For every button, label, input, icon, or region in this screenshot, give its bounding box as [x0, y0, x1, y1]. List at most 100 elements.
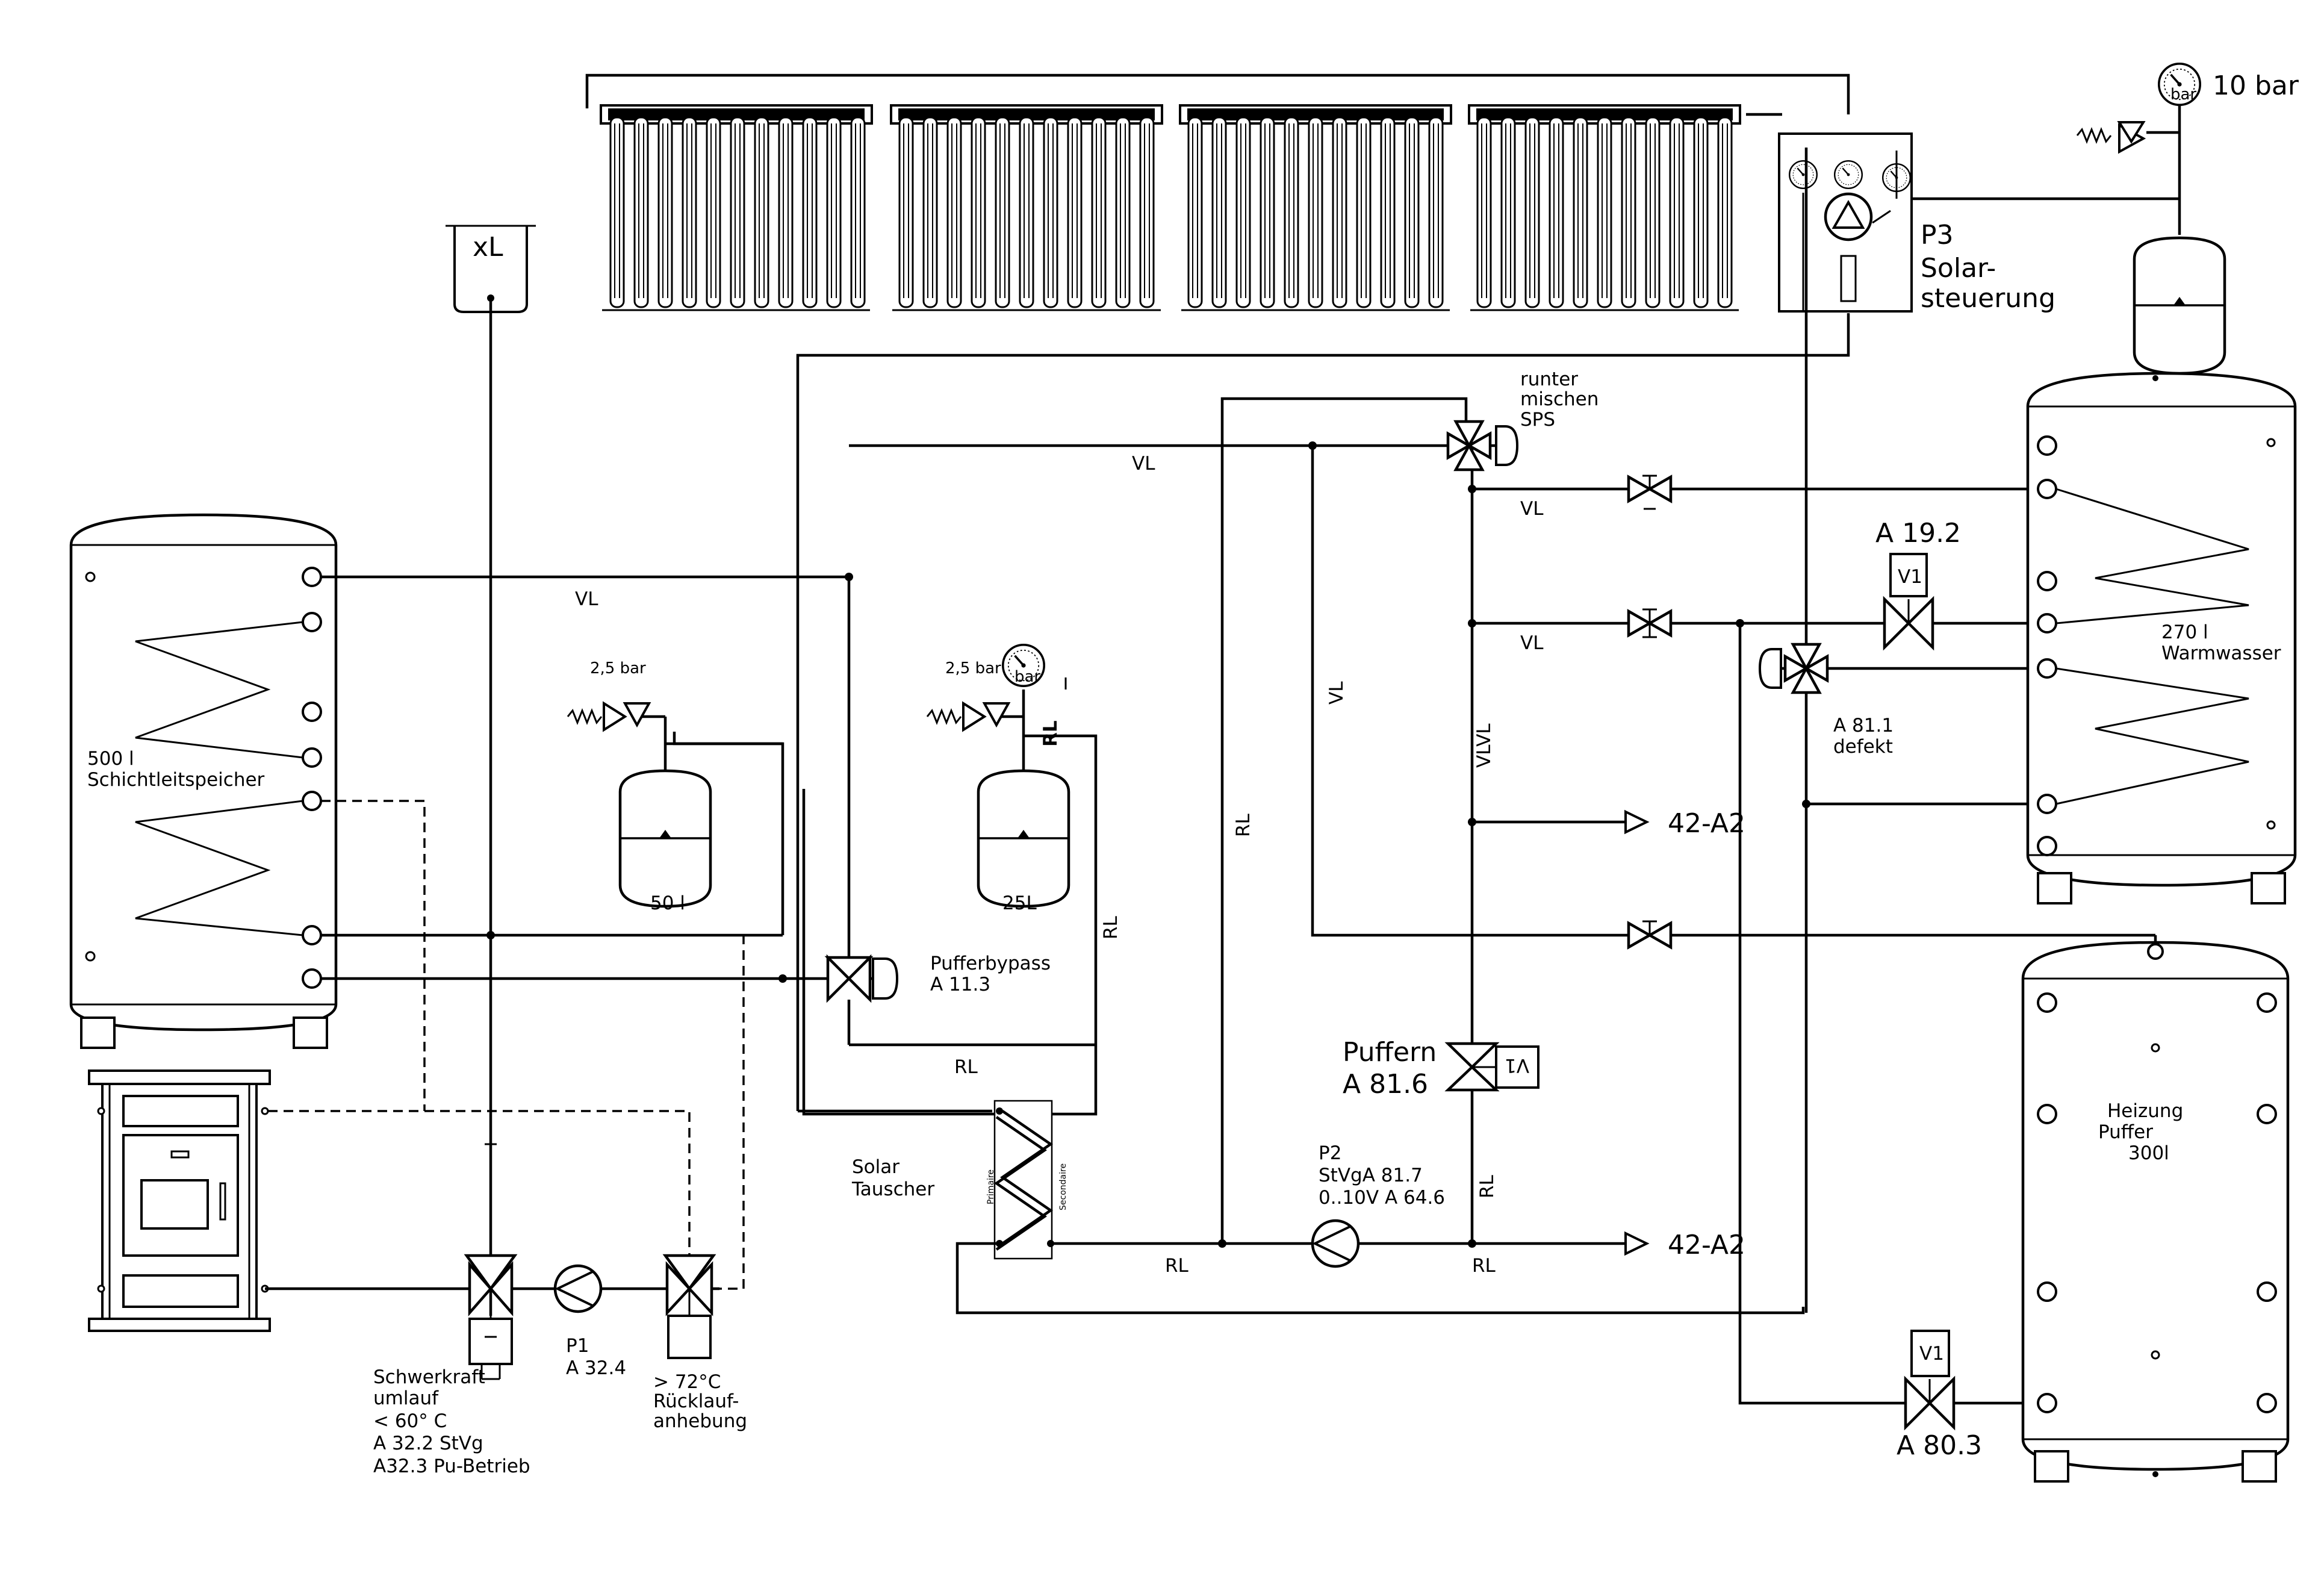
p2-label-3: 0..10V A 64.6: [1319, 1187, 1445, 1209]
wood-stove: [88, 1069, 271, 1332]
pipes-left: [265, 573, 853, 1290]
pump-p1: [555, 1266, 601, 1312]
a80-3-label: A 80.3: [1897, 1430, 1982, 1461]
solar-controller-label-3: steuerung: [1921, 283, 2055, 314]
bypass-label-1: Pufferbypass: [930, 953, 1051, 974]
solar-station: P3 Solar- steuerung: [1778, 132, 2180, 314]
vl-label-1: VL: [575, 588, 598, 610]
gravity-circulation-valve: [464, 1143, 518, 1380]
pipe-labels: VL VL VL VL VL VLVL RL RL RL RL RL RL 42…: [575, 453, 1745, 1277]
pressure-2-5bar-label-b: 2,5 bar: [945, 659, 1001, 677]
gravity-label-3: < 60° C: [373, 1410, 447, 1432]
mixing-valve-sps: runter mischen SPS: [1446, 369, 1599, 472]
open-vessel-xl: xL: [446, 225, 536, 1316]
collector-2: [890, 104, 1163, 311]
vl-label-vertical: VL: [1326, 681, 1347, 705]
motor-valve-a80-3: V1 A 80.3: [1897, 1330, 1982, 1461]
safety-valve-50l: [567, 701, 651, 732]
dhw-volume-label: 270 l: [2161, 621, 2208, 643]
v1-label-a: V1: [1898, 566, 1922, 588]
solar-controller-label-1: P3: [1921, 220, 1954, 251]
puffern-label-2: A 81.6: [1343, 1069, 1428, 1100]
vl-label-2: VL: [1132, 453, 1155, 475]
valve-vl-2: [1627, 608, 1673, 638]
collector-top-pipe: [585, 73, 1850, 114]
gravity-label-1: Schwerkraft: [373, 1366, 485, 1388]
heating-label-1: Heizung: [2107, 1100, 2183, 1122]
collector-1: [600, 104, 873, 311]
a81-1-label-1: A 81.1: [1833, 715, 1894, 736]
p1-label-2: A 32.4: [566, 1357, 626, 1379]
collector-4: [1468, 104, 1741, 311]
bypass-label-2: A 11.3: [930, 974, 990, 995]
expansion-50l-label: 50 l: [650, 892, 685, 914]
secondaire-label: Secondaire: [1058, 1163, 1068, 1210]
buffer-volume-label: 500 l: [87, 748, 134, 770]
mix-down-label-3: SPS: [1520, 409, 1555, 431]
expansion-25l-label: 25L: [1002, 892, 1037, 914]
mixing-valve-a81-1: A 81.1 defekt: [1758, 643, 1894, 758]
rl-label-vertical-small: RL: [1040, 720, 1061, 747]
mix-down-label-2: mischen: [1520, 388, 1599, 410]
rl-label-vertical-2: RL: [1100, 915, 1122, 939]
expansion-vessel-solar: [2134, 238, 2225, 373]
pump-p2: [1313, 1221, 1358, 1266]
heating-label-2: Puffer: [2098, 1121, 2153, 1143]
p2-label-1: P2: [1319, 1142, 1341, 1164]
v1-label-c: V1: [1919, 1343, 1944, 1365]
valve-vl-1: [1627, 475, 1673, 510]
vl-label-4: VL: [1520, 632, 1544, 654]
rl-label-vertical-1: RL: [1232, 813, 1254, 837]
buffer-bypass-valve: Pufferbypass A 11.3: [824, 577, 1096, 1047]
rl-label-vertical-3: RL: [1476, 1174, 1498, 1198]
return-raise-label-2: Rücklauf-: [653, 1390, 739, 1412]
solar-hx-label-2: Tauscher: [851, 1178, 934, 1200]
a81-1-label-2: defekt: [1833, 736, 1893, 758]
gravity-label-2: umlauf: [373, 1387, 439, 1409]
pressure-10bar-label: 10 bar: [2213, 70, 2299, 101]
mix-down-label-1: runter: [1520, 369, 1578, 390]
collector-3: [1179, 104, 1452, 311]
v1-label-b: V1: [1505, 1054, 1529, 1076]
solar-hx-label-1: Solar: [852, 1156, 899, 1178]
xl-label: xL: [473, 232, 503, 263]
hot-water-tank-270l: 270 l Warmwasser: [2026, 372, 2297, 904]
solar-expansion-group: bar 10 bar: [2076, 62, 2299, 373]
primaire-label: Primaire: [986, 1169, 996, 1204]
vl-label-3: VL: [1520, 498, 1544, 520]
rl-label-1: RL: [954, 1056, 978, 1078]
heating-buffer-300l: Heizung Puffer 300l: [2021, 941, 2290, 1483]
gravity-label-5: A32.3 Pu-Betrieb: [373, 1455, 530, 1477]
a19-2-label: A 19.2: [1875, 518, 1961, 549]
motor-valve-puffern: V1 Puffern A 81.6: [1343, 1037, 1539, 1100]
gravity-label-4: A 32.2 StVg: [373, 1433, 483, 1454]
p2-label-2: StVgA 81.7: [1319, 1165, 1423, 1186]
bar-unit-label-2: bar: [1014, 668, 1040, 686]
out-42a2-label-2: 42-A2: [1668, 1230, 1745, 1260]
puffern-label-1: Puffern: [1343, 1037, 1437, 1068]
solar-controller-label-2: Solar-: [1921, 253, 1996, 284]
bar-unit-label: bar: [2170, 86, 2196, 104]
buffer-name-label: Schichtleitspeicher: [87, 769, 265, 791]
valve-vl-3: [1627, 920, 1673, 950]
return-raise-valve: [662, 1254, 716, 1359]
out-42a2-label-1: 42-A2: [1668, 808, 1745, 839]
pressure-2-5bar-label-a: 2,5 bar: [590, 659, 646, 677]
return-raise-label-1: > 72°C: [653, 1371, 721, 1393]
return-raise-label-3: anhebung: [653, 1410, 747, 1432]
p1-label-1: P1: [566, 1335, 589, 1357]
expansion-50l: 2,5 bar 50 l: [567, 659, 783, 914]
vlvl-label: VLVL: [1473, 723, 1495, 768]
heating-label-3: 300l: [2128, 1142, 2169, 1164]
safety-valve-25l: [926, 701, 1011, 732]
dhw-name-label: Warmwasser: [2161, 643, 2281, 664]
solar-collector-array: [585, 73, 1850, 311]
solar-heat-exchanger: Primaire Secondaire Solar Tauscher: [796, 313, 1850, 1315]
rl-label-2: RL: [1165, 1255, 1189, 1277]
expansion-25l: bar 2,5 bar 25L RL: [802, 644, 1098, 1116]
buffer-tank-500l: 500 l Schichtleitspeicher: [69, 513, 338, 1049]
motor-valve-a19-2: V1 A 19.2: [1875, 518, 1961, 651]
rl-label-3: RL: [1472, 1255, 1496, 1277]
central-distribution: [849, 148, 2157, 1405]
